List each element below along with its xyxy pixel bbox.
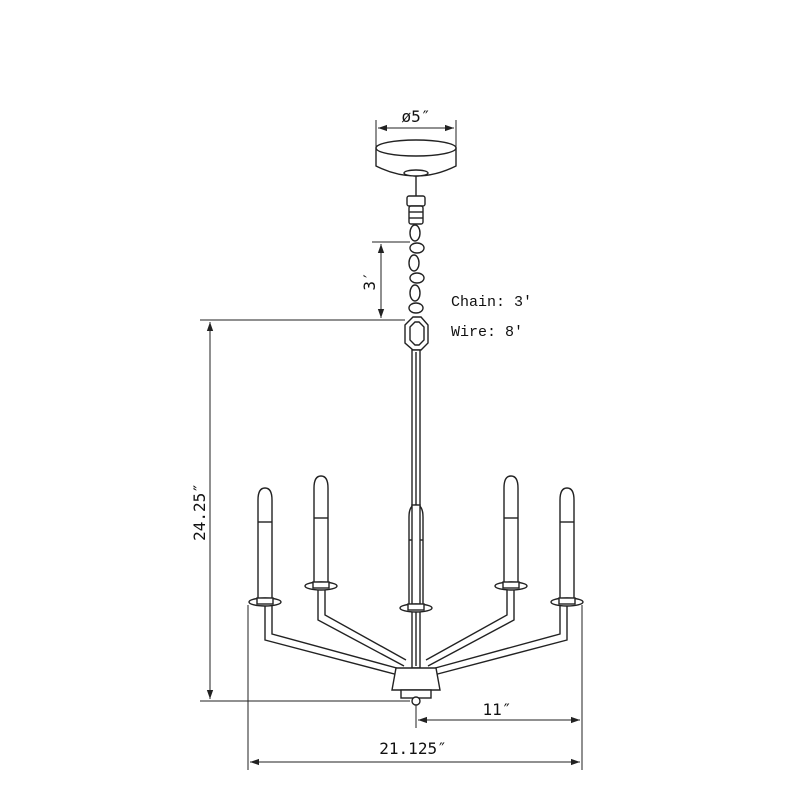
radius-label: 11″ bbox=[483, 700, 512, 719]
ceiling-canopy bbox=[375, 139, 457, 177]
candle-far-right bbox=[550, 487, 584, 607]
hang-loop bbox=[404, 316, 429, 351]
candle-inner-right bbox=[494, 475, 528, 591]
height-dimension: 24.25″ bbox=[190, 319, 410, 702]
wire-note: Wire: 8′ bbox=[451, 324, 523, 341]
width-label: 21.125″ bbox=[379, 739, 446, 758]
radius-dimension: 11″ bbox=[415, 605, 583, 770]
candle-far-left bbox=[248, 487, 282, 607]
chain bbox=[408, 224, 425, 314]
canopy-diameter-label: ø5″ bbox=[402, 107, 431, 126]
candle-center bbox=[399, 504, 433, 613]
arms bbox=[264, 590, 568, 677]
width-dimension: 21.125″ bbox=[247, 605, 580, 770]
chain-note: Chain: 3′ bbox=[451, 294, 532, 311]
chain-length-label: 3′ bbox=[360, 271, 379, 290]
chain-length-dimension: 3′ bbox=[360, 241, 410, 321]
candle-inner-left bbox=[304, 475, 338, 591]
wire-coupler bbox=[406, 176, 426, 225]
center-hub bbox=[391, 667, 441, 706]
canopy-diameter-dimension: ø5″ bbox=[375, 107, 457, 148]
height-label: 24.25″ bbox=[190, 483, 209, 541]
